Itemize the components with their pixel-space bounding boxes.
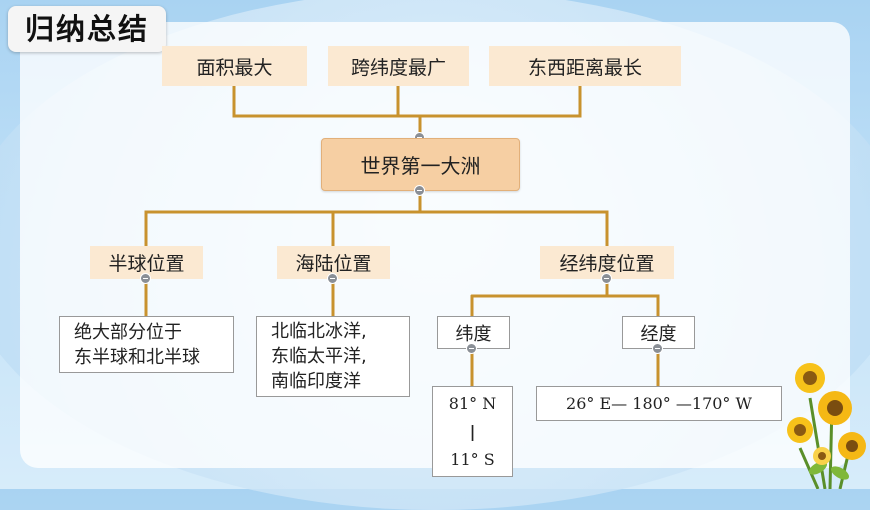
collapse-toggle-icon[interactable] (466, 343, 477, 354)
collapse-toggle-icon[interactable] (601, 273, 612, 284)
connector-lines (144, 84, 660, 388)
collapse-toggle-icon[interactable] (327, 273, 338, 284)
central-node: 世界第一大洲 (321, 138, 520, 191)
section-title: 归纳总结 (8, 6, 166, 52)
sunflower-decoration (787, 363, 866, 489)
fact-longest-east-west: 东西距离最长 (489, 46, 681, 86)
detail-line: 东半球和北半球 (74, 346, 200, 368)
fact-widest-latitude: 跨纬度最广 (328, 46, 469, 86)
sea-land-detail: 北临北冰洋, 东临太平洋, 南临印度洋 (256, 316, 410, 397)
latitude-south: 11° S (450, 449, 495, 469)
collapse-toggle-icon[interactable] (414, 185, 425, 196)
fact-largest-area: 面积最大 (162, 46, 307, 86)
latitude-separator: | (469, 421, 476, 441)
longitude-range: 26° E— 180° —170° W (536, 386, 782, 421)
longitude-label: 经度 (622, 316, 695, 349)
hemisphere-detail: 绝大部分位于 东半球和北半球 (59, 316, 234, 373)
category-coordinates: 经纬度位置 (540, 246, 674, 279)
detail-line: 南临印度洋 (271, 371, 361, 392)
detail-line: 绝大部分位于 (74, 321, 182, 343)
collapse-toggle-icon[interactable] (652, 343, 663, 354)
latitude-north: 81° N (448, 393, 497, 413)
detail-line: 东临太平洋, (271, 346, 367, 367)
detail-line: 北临北冰洋, (271, 321, 367, 342)
latitude-range: 81° N | 11° S (432, 386, 513, 477)
collapse-toggle-icon[interactable] (140, 273, 151, 284)
